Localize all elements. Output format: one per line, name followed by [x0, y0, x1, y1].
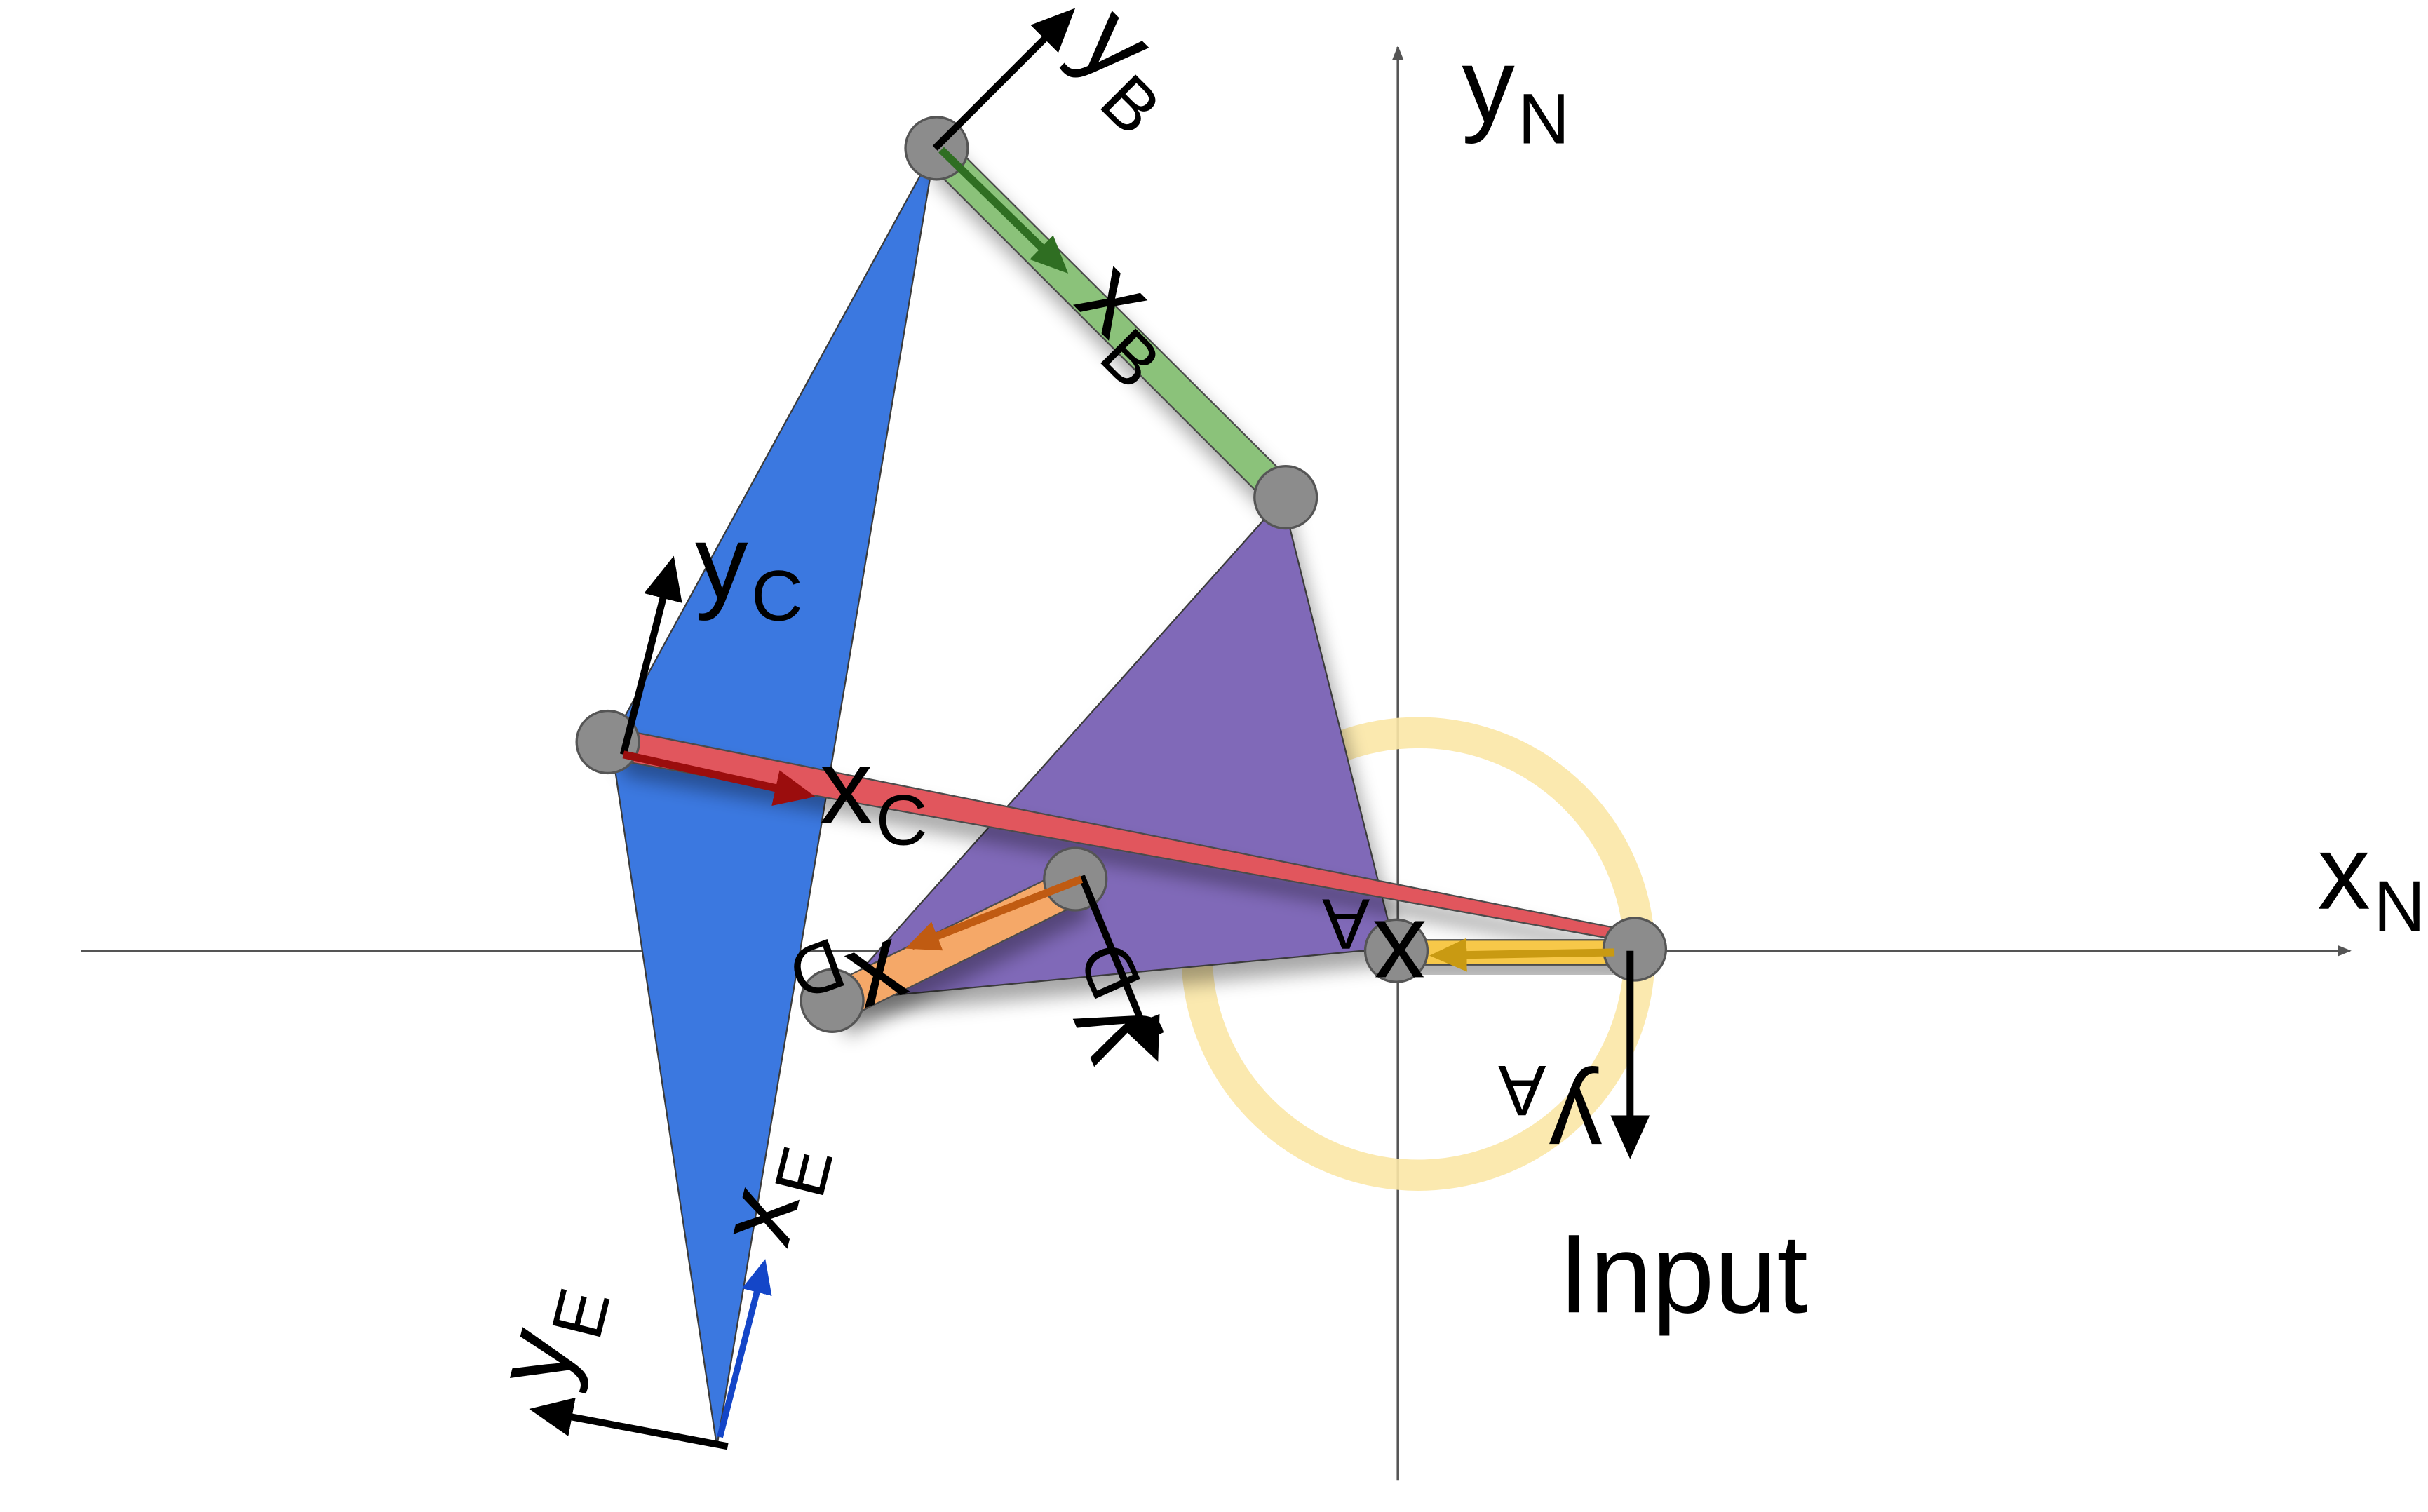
axis-y-label: yN: [1462, 27, 1570, 159]
purple-body: [832, 497, 1396, 1002]
frame-a-y-sub: A: [1498, 1051, 1546, 1131]
frame-c-y-main: y: [695, 504, 748, 622]
frame-c-y-arrow: [619, 555, 682, 756]
axis-x-main: x: [2317, 814, 2370, 932]
frame-e-y-label: yE: [471, 1268, 625, 1401]
axis-y-main: y: [1462, 27, 1515, 145]
frame-c-y-label: yC: [695, 504, 803, 636]
frame-a-y-label: yA: [1498, 1051, 1602, 1183]
frame-c-x-main: x: [820, 728, 873, 846]
frame-c-x-arrow: [622, 750, 816, 806]
frame-e-x-label: xE: [694, 1126, 848, 1260]
frame-b-y-label: yB: [1046, 0, 1213, 150]
frame-a-y-main: y: [1549, 1065, 1602, 1183]
frame-b-x-arrow: [938, 147, 1069, 274]
joint-green-purple: [1253, 465, 1318, 530]
frame-a-x-arrow: [1429, 938, 1615, 972]
joint-orange-end: [800, 968, 865, 1033]
frame-a-x-label: xA: [1322, 884, 1426, 1016]
frame-b-y-arrow: [932, 8, 1076, 151]
frame-a-x-main: x: [1373, 898, 1427, 1017]
axis-y-sub: N: [1518, 79, 1570, 159]
frame-e-x-arrow: [717, 1259, 772, 1438]
frame-c-x-label: xC: [820, 728, 928, 860]
axis-x-label: xN: [2317, 814, 2425, 946]
frame-a-x-sub: A: [1322, 884, 1370, 964]
frame-d-y-arrow: [1078, 875, 1160, 1062]
input-label: Input: [1558, 1210, 1808, 1336]
frame-c-x-sub: C: [876, 780, 928, 860]
joint-origin: [1363, 918, 1429, 983]
axis-x-sub: N: [2373, 865, 2425, 946]
frame-d-x-arrow: [905, 875, 1084, 951]
frame-e-y-arrow: [529, 1397, 729, 1450]
frame-c-y-sub: C: [751, 555, 803, 636]
